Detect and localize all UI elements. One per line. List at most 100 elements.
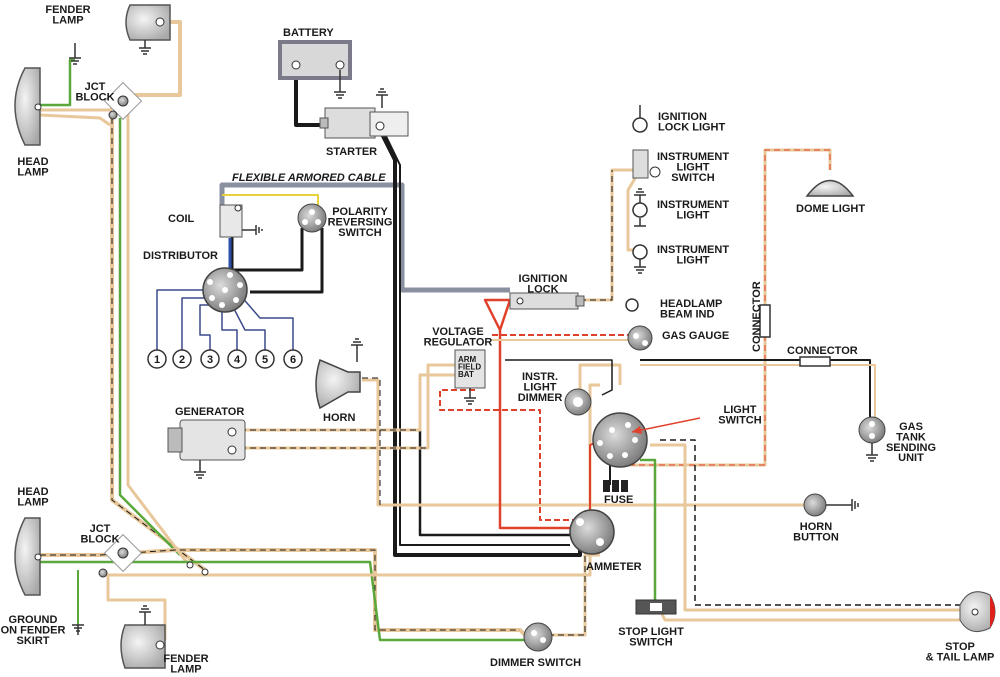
wire-dimmer-dash <box>548 555 586 636</box>
wire-polarity-dist <box>250 228 324 294</box>
harness-bottom-tan <box>40 548 532 642</box>
wire-coil-polarity <box>230 225 304 272</box>
harness-green <box>118 118 181 556</box>
distributor <box>202 267 248 313</box>
armored-cable <box>219 182 510 293</box>
stop-tail-lamp <box>959 591 996 633</box>
wire-tail-lamp <box>650 443 980 612</box>
wire-fender-bottom <box>106 575 167 640</box>
generator <box>167 419 246 479</box>
label-dimmer-switch: DIMMER SWITCH <box>490 657 581 669</box>
starter <box>319 88 409 139</box>
wire-starter-ammeter-2 <box>382 129 570 546</box>
harness-left-dash <box>111 118 206 571</box>
horn-button <box>803 493 859 517</box>
fuse <box>603 480 628 492</box>
horn <box>315 338 363 410</box>
wire-dimmer-up <box>548 553 600 637</box>
instr-light-dimmer <box>564 388 592 416</box>
terminal-5: 5 <box>262 354 268 366</box>
beam-ind-gas-gauge <box>625 298 653 351</box>
wire-dome-light-red <box>625 149 831 466</box>
terminal-4: 4 <box>234 354 241 366</box>
wire-gas-gauge-tan <box>640 364 876 425</box>
wires <box>39 20 980 642</box>
connectors <box>759 304 831 367</box>
label-fuse: FUSE <box>604 494 633 506</box>
label-distributor: DISTRIBUTOR <box>143 250 218 262</box>
wire-regulator-ammeter <box>418 400 575 537</box>
label-flexible-cable: FLEXIBLE ARMORED CABLE <box>232 172 386 184</box>
ignition-lock <box>509 292 585 310</box>
label-ammeter: AMMETER <box>586 561 642 573</box>
terminal-3: 3 <box>207 354 213 366</box>
wire-headlamp-tan-2 <box>39 113 111 127</box>
label-connector-horizontal: CONNECTOR <box>787 345 858 357</box>
wire-horn <box>362 378 808 507</box>
fender-lamp-bottom <box>120 605 166 669</box>
label-coil: COIL <box>168 213 195 225</box>
harness-tan-2 <box>126 110 192 567</box>
coil <box>219 204 263 238</box>
label-connector-vertical: CONNECTOR <box>751 281 763 352</box>
label-horn: HORN <box>323 412 355 424</box>
head-lamp-top <box>14 43 81 146</box>
wire-stop-switch <box>640 458 657 600</box>
stop-light-switch <box>635 599 677 615</box>
wire-regulator-red <box>439 389 575 521</box>
terminal-6: 6 <box>290 354 296 366</box>
wire-ignition-instr-dash <box>580 170 613 301</box>
label-starter: STARTER <box>326 146 377 158</box>
dome-light <box>805 179 855 197</box>
distributor-terminals: 1 2 3 4 5 6 <box>147 349 303 369</box>
harness-bottom-green <box>40 560 525 642</box>
wire-ignition-instr <box>580 168 640 302</box>
label-gas-gauge: GAS GAUGE <box>662 330 729 342</box>
harness-bottom-dash <box>40 549 520 631</box>
wire-tail-lamp-dash <box>660 439 980 606</box>
label-generator: GENERATOR <box>175 406 244 418</box>
ammeter <box>569 509 615 555</box>
wire-gas-gauge <box>640 359 871 425</box>
polarity-switch <box>297 203 327 233</box>
label-dome-light: DOME LIGHT <box>796 203 865 215</box>
instrument-lights <box>632 105 661 274</box>
wire-headlamp-green <box>40 58 75 107</box>
wire-horn-dash <box>362 377 381 505</box>
wire-dimmer-lightswitch-2 <box>505 359 613 396</box>
wire-dimmer-lightswitch <box>578 363 622 390</box>
fender-lamp-top <box>125 4 171 55</box>
jct-block-top <box>103 81 143 121</box>
dimmer-switch <box>523 622 553 652</box>
jct-block-bottom <box>98 533 209 578</box>
head-lamp-bottom <box>14 517 84 635</box>
label-battery: BATTERY <box>283 27 334 39</box>
voltage-regulator <box>454 349 486 405</box>
terminal-2: 2 <box>179 354 185 366</box>
light-switch <box>592 412 701 468</box>
battery <box>278 40 352 99</box>
wire-red-ammeter <box>483 298 575 530</box>
